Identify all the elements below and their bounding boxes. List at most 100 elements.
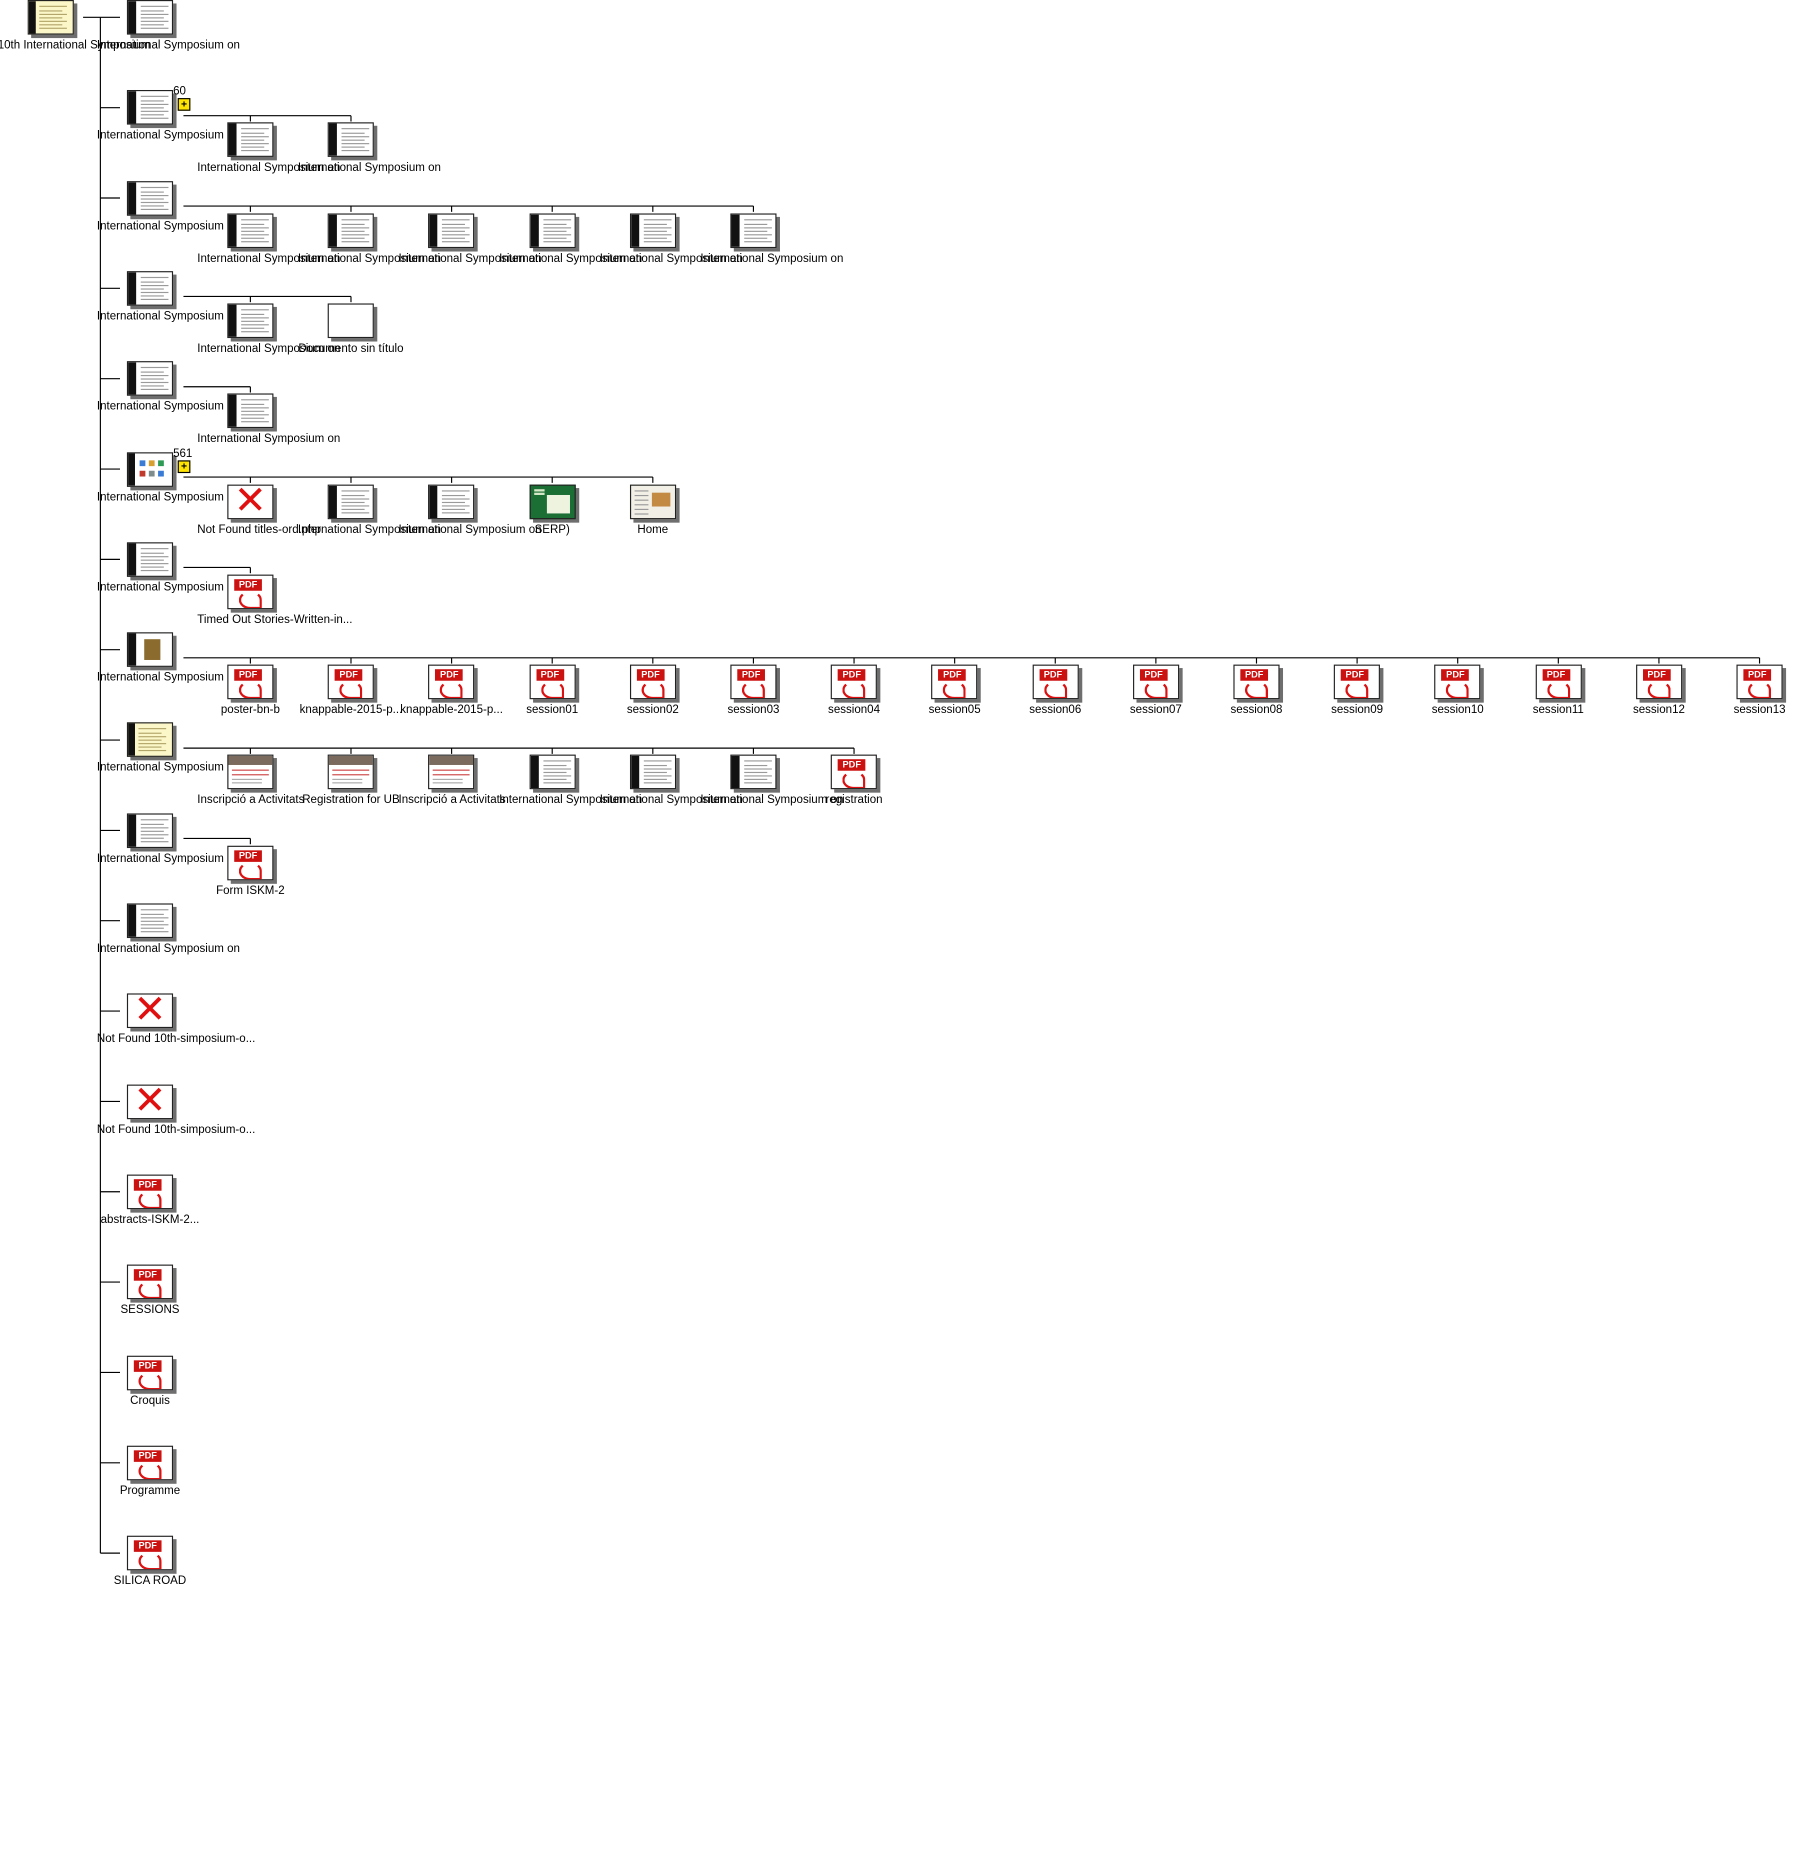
branch-node[interactable]: International Symposium on [96,271,240,324]
pdf-thumbnail-icon: PDF [1434,664,1485,703]
pdf-thumbnail-icon: PDF [629,664,680,703]
node-label: session12 [1632,703,1685,717]
branch-node[interactable]: ✕Not Found 10th-simposium-o... [97,993,255,1047]
child-node[interactable]: International Symposium on [600,212,743,266]
node-label: Home [637,523,669,536]
pdf-thumbnail-icon: PDF [126,1445,177,1484]
pdf-thumbnail-icon: PDF [227,664,277,703]
node-label: SESSIONS [120,1304,180,1317]
branch-node[interactable]: International Symposium on [97,361,240,414]
node-label: International Symposium on [700,794,844,807]
expand-plus-icon[interactable]: + [177,98,191,112]
child-node[interactable]: International Symposium on [499,212,642,266]
page-thumbnail-icon [529,755,579,794]
child-node[interactable]: International Symposium on [298,484,441,537]
branch-node[interactable]: International Symposium on [97,180,240,234]
branch-node[interactable]: International Symposium on [97,632,240,685]
node-label: session05 [928,703,981,717]
node-label: International Symposium on [96,310,240,323]
node-label: International Symposium on [96,490,240,504]
branch-node[interactable]: ✕Not Found 10th-simposium-o... [96,1084,256,1137]
node-label: session03 [727,703,780,717]
node-label: International Symposium on [96,761,240,775]
child-node[interactable]: Registration for UB [298,755,404,808]
node-label: International Symposium on [700,252,844,265]
child-node[interactable]: Home [600,484,706,537]
node-label: 10th International Symposium [0,39,151,52]
child-node[interactable]: International Symposium on [197,212,340,266]
child-node[interactable]: International Symposium on [298,122,441,176]
child-node[interactable]: International Symposium on [599,755,743,808]
branch-node[interactable]: International Symposium on [96,542,240,595]
node-label: International Symposium on [599,794,743,807]
node-label: Form ISKM-2 [216,884,285,898]
child-node[interactable]: International Symposium on [197,393,341,447]
node-label: Not Found 10th-simposium-o... [96,1123,256,1137]
child-node[interactable]: International Symposium on [298,212,441,266]
page-thumbnail-icon [126,90,177,129]
pdf-thumbnail-icon: PDF [1736,664,1787,703]
child-node[interactable]: Inscripció a Activitats [197,755,304,808]
root-node[interactable]: 10th International Symposium [0,0,151,53]
child-node[interactable]: International Symposium on [197,303,340,356]
child-node[interactable]: International Symposium on [197,122,340,176]
child-node[interactable]: SERP) [499,484,605,537]
child-node[interactable]: International Symposium on [700,755,844,808]
home-thumbnail-icon [629,484,680,523]
pdf-thumbnail-icon: PDF [830,664,881,703]
node-label: session01 [526,703,579,717]
node-label: SERP) [534,523,570,536]
poster-thumbnail-icon [126,632,177,671]
pdf-thumbnail-icon: PDF [227,574,277,613]
node-label: Timed Out Stories-Written-in... [197,613,353,627]
child-node[interactable]: International Symposium on [399,212,542,266]
pdf-thumbnail-icon: PDF [830,755,881,794]
branch-node[interactable]: International Symposium on [96,722,240,776]
node-label: SILICA ROAD [113,1575,187,1588]
branch-node[interactable]: International Symposium on [97,813,240,866]
child-node[interactable]: ✕Not Found titles-ord.php [197,484,321,537]
node-label: International Symposium on [197,432,341,446]
branch-node[interactable]: International Symposium on [97,0,240,53]
child-node[interactable]: Inscripció a Activitats [398,755,506,808]
child-node[interactable]: International Symposium on [700,212,844,266]
branch-node[interactable]: International Symposium on [97,903,240,956]
pdf-thumbnail-icon: PDF [1233,664,1284,703]
node-label: session09 [1331,703,1384,717]
child-node[interactable]: Documento sin título [298,303,404,356]
yellow-thumbnail-icon [27,0,78,39]
child-node[interactable]: International Symposium on [399,484,542,537]
child-node[interactable]: International Symposium on [499,755,642,808]
node-label: International Symposium on [96,581,240,594]
node-label: Inscripció a Activitats [398,794,506,807]
expand-plus-icon[interactable]: + [177,459,191,473]
x-thumbnail-icon: ✕ [126,993,177,1032]
node-label: knappable-2015-p... [400,703,503,717]
page-thumbnail-icon [629,212,680,252]
